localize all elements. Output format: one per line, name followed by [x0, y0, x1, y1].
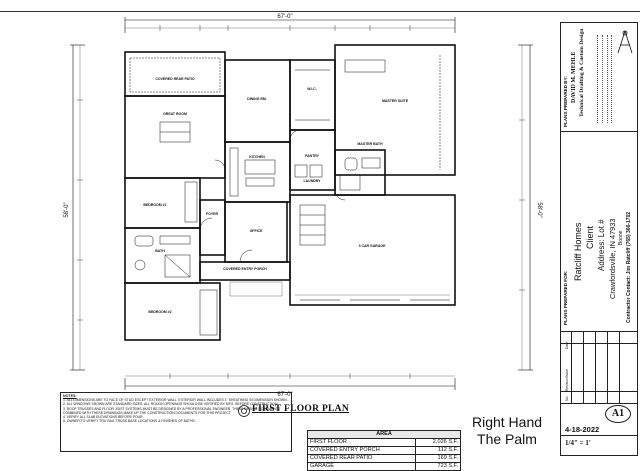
sheet-id-badge: A1: [605, 405, 631, 423]
note-line: 5. OWNER TO VERIFY TRU RAIL TRUSS BASE L…: [63, 419, 196, 424]
client-county: Boone: [618, 230, 624, 245]
note-line: 4. VERIFY ALL SLAB ELEVATIONS BEFORE POU…: [63, 415, 144, 420]
designer-section: PLANS PREPARED BY: DAVID M. MEHLE Techni…: [561, 23, 637, 132]
area-label: COVERED ENTRY PORCH: [308, 447, 416, 454]
client-city: Crawfordsville, IN 47933: [608, 218, 617, 299]
table-row: COVERED REAR PATIO 169 S.F.: [308, 455, 460, 463]
area-label: COVERED REAR PATIO: [308, 455, 416, 462]
caption-line-1: Right Hand: [471, 414, 543, 430]
room-label: 3 CAR GARAGE: [359, 244, 387, 248]
room-label: KITCHEN: [249, 155, 265, 159]
client-section: PLANS PREPARED FOR: Ratcliff Homes Clien…: [561, 131, 637, 332]
table-row: GARAGE 723 S.F.: [308, 463, 460, 470]
sheet-top-border: [0, 11, 640, 12]
contractor-contact: Contractor Contact: Jim Ratcliff (765) 3…: [626, 211, 632, 323]
room-label: LAUNDRY: [304, 179, 322, 183]
room-label: COVERED ENTRY PORCH: [223, 267, 267, 271]
room-label: FOYER: [206, 212, 219, 216]
drafting-logo-icon: [617, 30, 633, 54]
designer-company: Technical Drafting & Custom Design: [579, 28, 585, 117]
room-label: W.I.C.: [307, 87, 317, 91]
overall-width-dimension: 67'-0": [277, 14, 292, 20]
sheet-scale: 1/4" = 1': [565, 439, 591, 447]
note-line: 3. ROOF TRUSSES AND FLOOR JOIST SYSTEMS …: [63, 406, 281, 415]
title-block: PLANS PREPARED BY: DAVID M. MEHLE Techni…: [560, 22, 638, 456]
revision-table: No. Revision/Issue Date: [561, 331, 637, 404]
room-label: COVERED REAR PATIO: [155, 77, 195, 81]
overall-depth-dimension-right: 58'-0": [536, 202, 542, 217]
area-table-title: AREA: [308, 431, 460, 439]
area-label: GARAGE: [308, 463, 416, 470]
room-label: PANTRY: [305, 154, 320, 158]
client-name: Ratcliff Homes: [573, 222, 583, 281]
caption-line-2: The Palm: [477, 431, 537, 447]
client-word: Client: [585, 225, 595, 249]
drawing-sheet: COVERED REAR PATIO GREAT ROOM DINING RM.…: [0, 11, 640, 471]
area-value: 2,026 S.F.: [432, 439, 458, 445]
north-arrow-icon: [238, 405, 250, 417]
area-table: AREA FIRST FLOOR 2,026 S.F. COVERED ENTR…: [307, 430, 461, 471]
designer-name: DAVID M. MEHLE: [571, 51, 577, 103]
table-row: FIRST FLOOR 2,026 S.F.: [308, 439, 460, 447]
table-row: COVERED ENTRY PORCH 112 S.F.: [308, 447, 460, 455]
note-line: 2. ALL WINDOWS SHOWN ARE STANDARD SIZES.…: [63, 402, 279, 407]
model-caption: Right Hand The Palm: [466, 414, 548, 448]
overall-width-dimension-bottom: 67'-0": [277, 392, 292, 398]
prepared-by-label: PLANS PREPARED BY:: [563, 76, 568, 127]
sheet-info: A1 4-18-2022 1/4" = 1': [561, 403, 637, 455]
revision-col-issue: Revision/Issue: [565, 368, 569, 391]
notes-title: NOTES:: [63, 394, 77, 398]
room-label: BATH: [155, 249, 165, 253]
area-label: FIRST FLOOR: [308, 439, 416, 446]
general-notes: NOTES: 1. ALL DIMENSIONS ARE TO FACE OF …: [60, 392, 292, 452]
note-line: 1. ALL DIMENSIONS ARE TO FACE OF STUD EX…: [63, 398, 288, 403]
room-label: GREAT ROOM: [163, 112, 187, 116]
room-label: OFFICE: [250, 229, 263, 233]
designer-contact-lines: [595, 35, 613, 125]
revision-col-no: No.: [565, 395, 569, 401]
prepared-for-label: PLANS PREPARED FOR:: [563, 270, 568, 325]
room-label: BEDROOM #1: [143, 203, 166, 207]
sheet-id: A1: [611, 408, 625, 419]
area-value: 723 S.F.: [437, 463, 458, 469]
sheet-date: 4-18-2022: [565, 425, 600, 434]
room-label: MASTER BATH: [357, 142, 383, 146]
room-label: MASTER SUITE: [382, 99, 409, 103]
client-address: Address: Lot #: [597, 219, 606, 271]
floor-plan-drawing: COVERED REAR PATIO GREAT ROOM DINING RM.…: [64, 14, 542, 417]
room-label: DINING RM.: [247, 97, 267, 101]
area-value: 112 S.F.: [437, 447, 458, 453]
overall-depth-dimension: 58'-0": [64, 202, 70, 217]
area-value: 169 S.F.: [437, 455, 458, 461]
plan-title: FIRST FLOOR PLAN: [252, 404, 349, 414]
room-label: BEDROOM #2: [148, 310, 171, 314]
